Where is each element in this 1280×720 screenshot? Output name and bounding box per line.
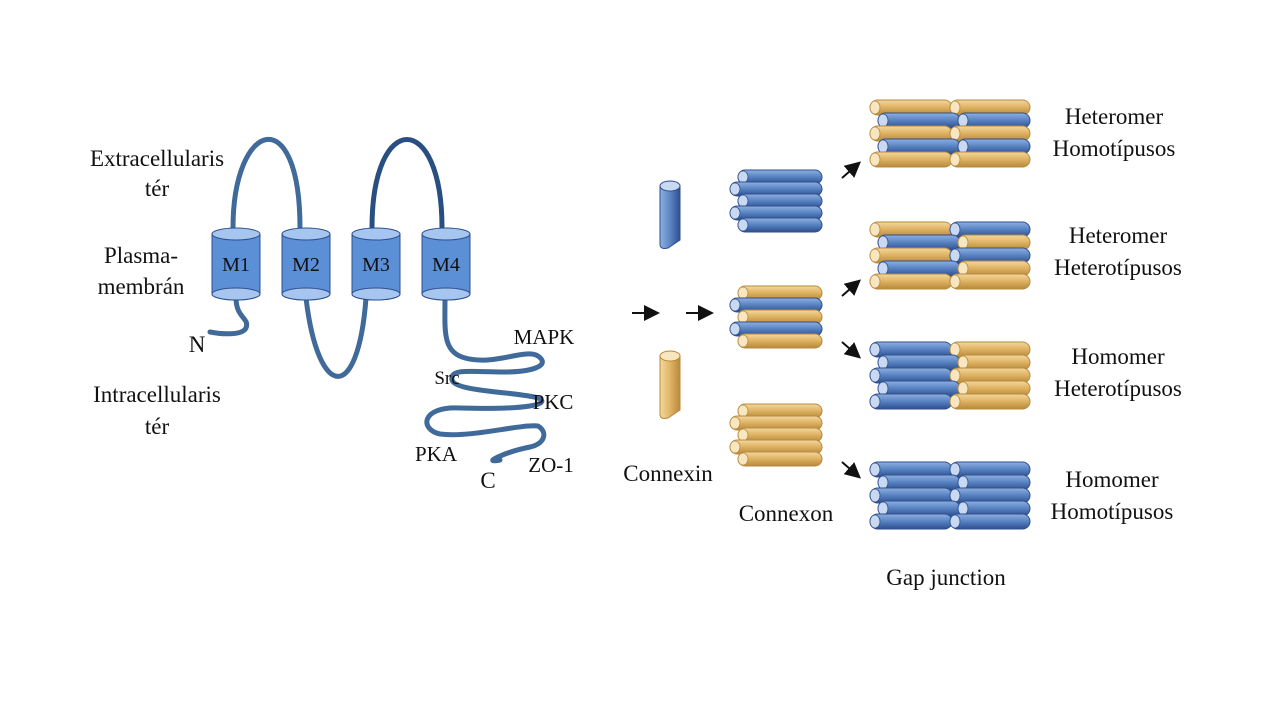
junction-rod-right [949, 393, 1031, 410]
junction-rod-right [949, 513, 1031, 530]
junction-rod-right [957, 474, 1031, 491]
intracellular-label-line2: tér [145, 414, 170, 439]
junction-rod-right [949, 367, 1031, 384]
connexon-rod [729, 205, 823, 221]
site-label-pkc: PKC [533, 390, 574, 414]
connexon-blue [729, 169, 823, 233]
helix-m3: M3 [351, 227, 401, 301]
junction-type-1-line1: Heteromer [1065, 104, 1164, 129]
junction-rod-left [869, 367, 953, 384]
extracellular-loop-1 [230, 137, 303, 231]
junction-rod-left [869, 151, 953, 168]
connexon-rod [729, 181, 823, 197]
c-terminus-tail [424, 295, 547, 464]
junction-rod-right [957, 138, 1031, 155]
junction-rod-left [869, 461, 953, 478]
extracellular-label-line1: Extracellularis [90, 146, 224, 171]
gap-junction-heteromer-heterotypic [869, 221, 1031, 290]
connexon-rod [737, 169, 823, 185]
helix-label-m1: M1 [222, 254, 250, 276]
connexon-rod [729, 439, 823, 455]
junction-rod-right [949, 487, 1031, 504]
junction-type-2-line2: Heterotípusos [1054, 255, 1182, 280]
junction-rod-right [957, 354, 1031, 371]
connexon-rod [737, 285, 823, 301]
junction-rod-right [949, 461, 1031, 478]
gap-junction-heteromer-homotypic [869, 99, 1031, 168]
connexin-blue [659, 180, 681, 249]
junction-type-3-line1: Homomer [1071, 344, 1165, 369]
helix-m1: M1 [211, 227, 261, 301]
intracellular-label-line1: Intracellularis [93, 382, 221, 407]
arrow-to-junction-4 [841, 461, 862, 479]
connexon-rod [729, 297, 823, 313]
junction-rod-left [877, 474, 961, 491]
connexon-rod [737, 193, 823, 209]
junction-type-3-line2: Heterotípusos [1054, 376, 1182, 401]
helix-label-m2: M2 [292, 254, 320, 276]
helix-label-m4: M4 [432, 254, 460, 276]
site-label-pka: PKA [415, 442, 458, 466]
connexon-group [729, 169, 823, 467]
gap-junction-homomer-heterotypic [869, 341, 1031, 410]
connexon-rod [737, 333, 823, 349]
junction-type-1-line2: Homotípusos [1053, 136, 1176, 161]
arrow-to-junction-2 [841, 279, 862, 297]
membrane-label-line1: Plasma- [104, 243, 178, 268]
connexon-mixed [729, 285, 823, 349]
extracellular-label-line2: tér [145, 176, 170, 201]
junction-rod-right [957, 380, 1031, 397]
junction-rod-right [949, 151, 1031, 168]
junction-rod-right [949, 273, 1031, 290]
junction-rod-left [869, 273, 953, 290]
junction-rod-left [877, 138, 961, 155]
junction-rod-left [869, 247, 953, 264]
gap-junction-label: Gap junction [886, 565, 1006, 590]
site-label-zo1: ZO-1 [528, 453, 574, 477]
connexin-gold [659, 350, 681, 419]
junction-rod-left [869, 513, 953, 530]
junction-rod-right [957, 500, 1031, 517]
n-terminus-tail [207, 295, 250, 337]
connexon-gold [729, 403, 823, 467]
junction-rod-left [869, 393, 953, 410]
arrow-to-junction-3 [841, 341, 862, 359]
connexon-rod [729, 321, 823, 337]
junction-type-4-line1: Homomer [1065, 467, 1159, 492]
connexon-label: Connexon [739, 501, 834, 526]
connexon-rod [737, 427, 823, 443]
site-label-mapk: MAPK [514, 325, 575, 349]
junction-type-2-line1: Heteromer [1069, 223, 1168, 248]
junction-rod-left [877, 260, 961, 277]
membrane-topology: M1 M2 M3 M4 Extracellularis tér Plasma- … [90, 137, 575, 493]
site-label-src: Src [434, 368, 459, 389]
helix-label-m3: M3 [362, 254, 390, 276]
gap-junction-group [869, 99, 1031, 530]
helix-m4: M4 [421, 227, 471, 301]
intracellular-loop [303, 295, 369, 379]
connexon-rod [737, 451, 823, 467]
arrow-to-junction-1 [841, 161, 862, 179]
junction-rod-right [949, 221, 1031, 238]
assembly-diagram: Connexin Connexon Gap junction Heteromer… [623, 99, 1182, 590]
n-terminus-label: N [189, 332, 206, 357]
connexin-label: Connexin [623, 461, 713, 486]
c-terminus-label: C [480, 468, 495, 493]
gap-junction-homomer-homotypic [869, 461, 1031, 530]
junction-rod-right [957, 112, 1031, 129]
helix-m2: M2 [281, 227, 331, 301]
junction-rod-left [869, 125, 953, 142]
membrane-label-line2: membrán [98, 274, 185, 299]
connexon-rod [737, 217, 823, 233]
extracellular-loop-2 [369, 137, 445, 231]
junction-rod-right [949, 125, 1031, 142]
junction-type-4-line2: Homotípusos [1051, 499, 1174, 524]
